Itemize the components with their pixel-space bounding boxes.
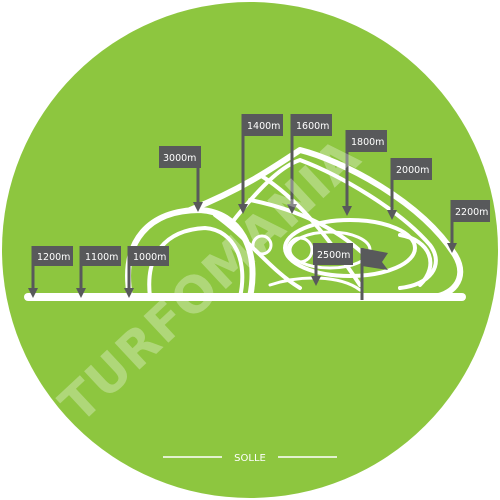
marker-1600m: 1600m xyxy=(287,114,332,214)
label-1400m: 1400m xyxy=(247,121,280,132)
label-1000m: 1000m xyxy=(133,252,166,263)
course-name: SOLLE xyxy=(234,453,266,464)
marker-2200m: 2200m xyxy=(447,200,490,253)
marker-1000m: 1000m xyxy=(124,246,169,298)
marker-1100m: 1100m xyxy=(76,246,121,298)
label-3000m: 3000m xyxy=(163,153,196,164)
label-2200m: 2200m xyxy=(455,207,488,218)
upper-course xyxy=(187,147,464,300)
label-1200m: 1200m xyxy=(37,252,70,263)
label-1800m: 1800m xyxy=(351,137,384,148)
finish-flag-icon xyxy=(360,248,388,300)
inner-circle-2 xyxy=(251,234,273,256)
track-layout xyxy=(24,147,466,301)
right-connector xyxy=(398,233,433,287)
label-2000m: 2000m xyxy=(396,165,429,176)
inner-circle-1 xyxy=(286,236,314,264)
marker-1800m: 1800m xyxy=(342,130,387,216)
label-1600m: 1600m xyxy=(296,121,329,132)
marker-1200m: 1200m xyxy=(28,246,73,298)
course-name-footer: SOLLE xyxy=(163,453,337,464)
marker-2500m: 2500m xyxy=(311,243,353,286)
label-1100m: 1100m xyxy=(85,252,118,263)
marker-2000m: 2000m xyxy=(387,158,432,220)
marker-3000m: 3000m xyxy=(159,146,203,212)
inner-oval xyxy=(283,218,417,278)
upper-inner-course xyxy=(228,158,438,290)
marker-1400m: 1400m xyxy=(238,114,283,214)
label-2500m: 2500m xyxy=(317,250,350,261)
